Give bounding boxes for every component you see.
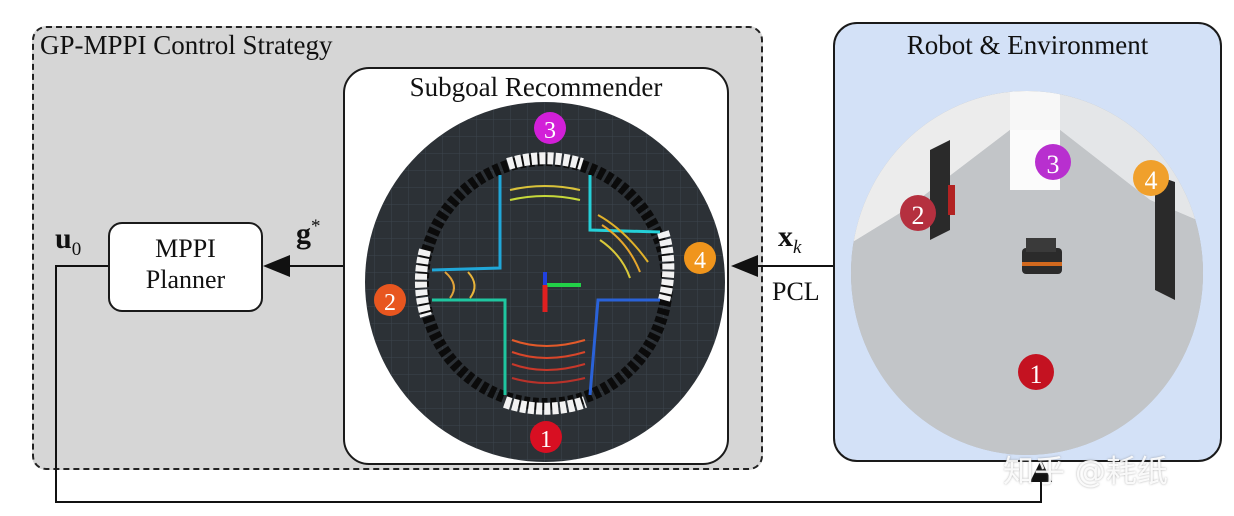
- subgoal-marker-3-label: 3: [544, 118, 556, 144]
- subgoal-marker-4: [684, 242, 716, 274]
- pcl-label: PCL: [772, 277, 820, 306]
- env-marker-1-label: 1: [1030, 360, 1043, 389]
- env-marker-4: [1133, 160, 1169, 196]
- control-symbol: u: [55, 222, 72, 255]
- env-markers: 1 2 3 4: [900, 144, 1169, 390]
- subgoal-marker-2-label: 2: [384, 290, 396, 316]
- control-strategy-title: GP-MPPI Control Strategy: [40, 30, 333, 60]
- feedback-arrowhead: [1030, 460, 1052, 482]
- state-symbol: x: [778, 220, 793, 253]
- env-marker-1: [1018, 354, 1054, 390]
- control-subscript: 0: [71, 239, 82, 260]
- env-marker-3: [1035, 144, 1071, 180]
- subgoal-marker-2: [374, 284, 406, 316]
- state-arrowhead: [731, 255, 758, 277]
- subgoal-arrowhead: [263, 255, 290, 277]
- env-marker-3-label: 3: [1047, 150, 1060, 179]
- subgoal-recommender-title: Subgoal Recommender: [409, 72, 663, 102]
- subgoal-superscript: *: [311, 216, 321, 237]
- subgoal-marker-1-label: 1: [540, 427, 552, 453]
- env-marker-2: [900, 195, 936, 231]
- subgoal-marker-3: [534, 112, 566, 144]
- planner-label-line1: MPPI: [155, 234, 216, 263]
- env-marker-2-label: 2: [912, 201, 925, 230]
- planner-label-line2: Planner: [145, 265, 226, 294]
- feedback-line: [55, 265, 1042, 503]
- signal-arrows: [55, 265, 1042, 503]
- lidar-costmap: [365, 102, 725, 462]
- state-signal-label: xk: [778, 220, 801, 259]
- control-output-label: u0: [55, 222, 81, 261]
- state-subscript: k: [793, 237, 802, 258]
- subgoal-symbol: g: [296, 217, 311, 250]
- subgoal-markers: 1 2 3 4: [374, 112, 716, 453]
- corridor-photo: [851, 91, 1203, 455]
- watermark: 知乎 @耗纸: [1003, 454, 1168, 490]
- robot-environment-title: Robot & Environment: [906, 30, 1149, 60]
- mppi-planner-box: [108, 222, 263, 312]
- mppi-planner-label: MPPI Planner: [108, 233, 263, 295]
- subgoal-marker-4-label: 4: [694, 248, 706, 274]
- subgoal-marker-1: [530, 421, 562, 453]
- subgoal-signal-label: g*: [296, 216, 321, 251]
- env-marker-4-label: 4: [1145, 166, 1158, 195]
